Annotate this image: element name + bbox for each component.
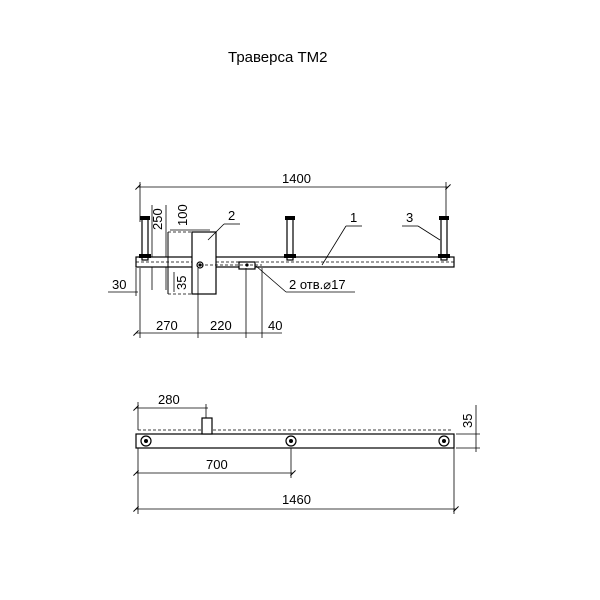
dim-220-label: 220 [210, 318, 232, 333]
beam-plan [135, 417, 455, 449]
bottom-view: 280 35 700 [133, 392, 480, 514]
dim-30-label: 30 [112, 277, 126, 292]
dim-30: 30 [108, 268, 138, 296]
mounting-holes [196, 261, 262, 270]
dim-35-label: 35 [174, 276, 189, 290]
dim-270-label: 270 [156, 318, 178, 333]
dim-280: 280 [133, 392, 208, 430]
dim-1460: 1460 [133, 448, 459, 514]
dim-chain-bottom: 270 220 40 [133, 268, 282, 338]
dim-35-right-label: 35 [460, 414, 475, 428]
dim-100-label: 100 [175, 204, 190, 226]
stud-middle [284, 216, 296, 261]
dim-280-label: 280 [158, 392, 180, 407]
holes-note-label: 2 отв.⌀17 [289, 277, 346, 292]
dim-35-right: 35 [456, 405, 480, 452]
plate-part-2 [167, 231, 217, 295]
drawing-title: Траверса ТМ2 [228, 49, 328, 66]
stud-right [438, 216, 450, 261]
stud-left [139, 216, 151, 261]
dim-1400-label: 1400 [282, 171, 311, 186]
dim-700-label: 700 [206, 457, 228, 472]
callout-3-label: 3 [406, 210, 413, 225]
callout-3: 3 [402, 210, 441, 241]
callout-2-label: 2 [228, 208, 235, 223]
dim-vertical-250-100: 250 100 35 [150, 204, 210, 292]
callout-1: 1 [321, 210, 362, 266]
dim-1460-label: 1460 [282, 492, 311, 507]
dim-250-label: 250 [150, 208, 165, 230]
dim-40-label: 40 [268, 318, 282, 333]
dim-overall-1400: 1400 [135, 171, 451, 222]
callout-2: 2 [207, 208, 240, 241]
top-view: 1400 250 100 35 [108, 171, 455, 338]
callout-1-label: 1 [350, 210, 357, 225]
beam-part-1 [135, 256, 455, 268]
dim-700: 700 [133, 448, 296, 514]
holes-note: 2 отв.⌀17 [255, 265, 355, 293]
